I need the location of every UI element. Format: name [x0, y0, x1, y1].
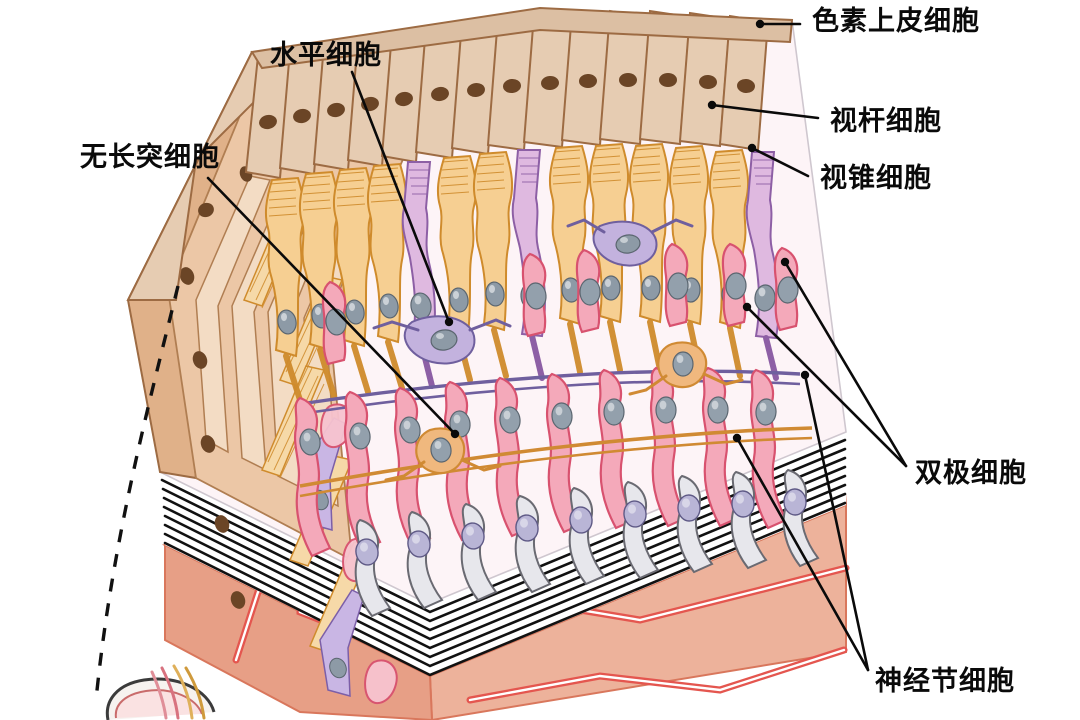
label-ganglion-cell: 神经节细胞 — [875, 666, 1015, 697]
label-horizontal-cell: 水平细胞 — [270, 40, 382, 71]
label-amacrine-cell: 无长突细胞 — [80, 142, 220, 173]
label-pigment-epithelium: 色素上皮细胞 — [812, 6, 980, 37]
leader-anchor-dots — [444, 19, 810, 443]
leader-lines — [206, 22, 908, 672]
eye-inset-fragment — [105, 664, 216, 720]
dashed-callout-line — [94, 285, 180, 701]
label-bipolar-cell: 双极细胞 — [915, 458, 1027, 489]
ganglion-nuclei — [355, 488, 807, 566]
label-rod-cell: 视杆细胞 — [830, 106, 942, 137]
label-cone-cell: 视锥细胞 — [820, 163, 932, 194]
pigment-nuclei — [198, 73, 755, 218]
outer-plexiform-layer — [299, 218, 801, 416]
